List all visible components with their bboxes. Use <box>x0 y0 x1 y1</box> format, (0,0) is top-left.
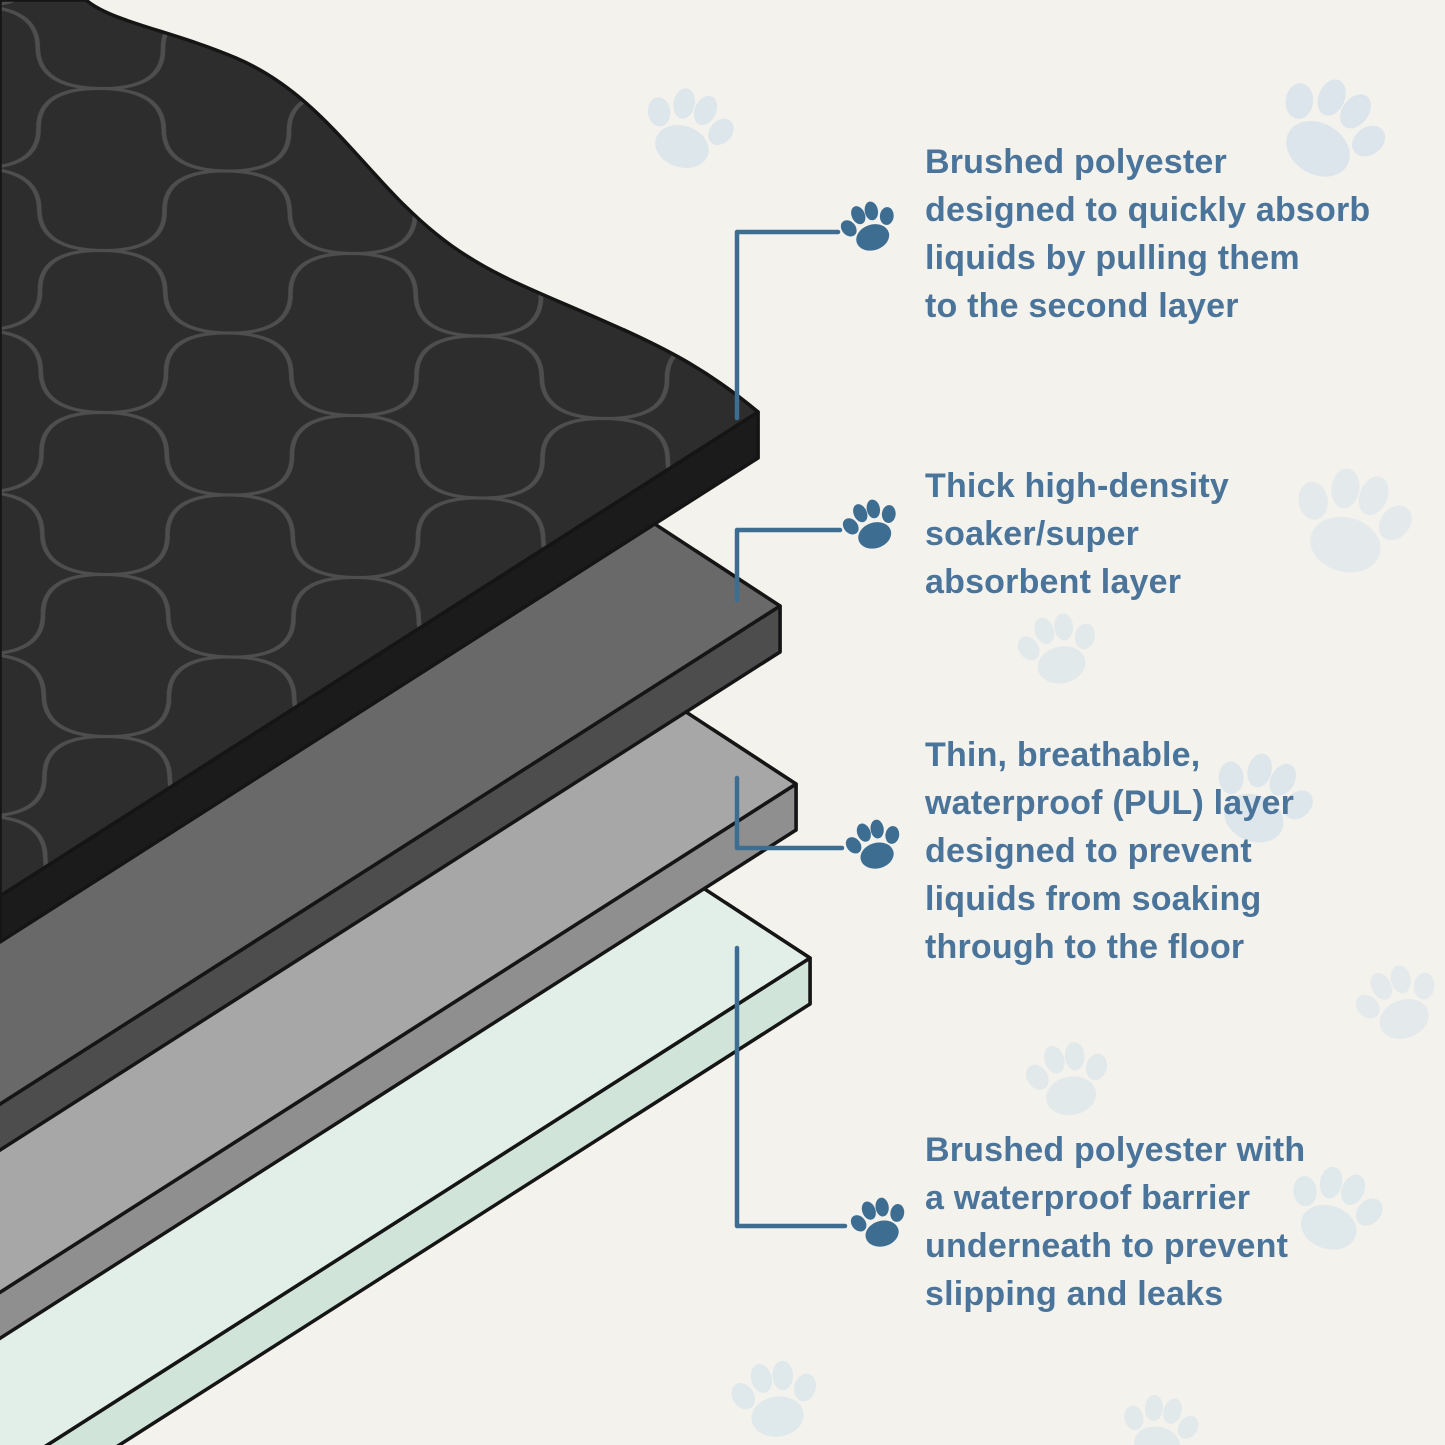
annotation-core-layer: Thick high-density soaker/super absorben… <box>925 462 1229 606</box>
paw-icon <box>833 194 906 259</box>
paw-print <box>1343 953 1445 1053</box>
annotation-paw-markers <box>833 194 915 1254</box>
paw-icon <box>838 813 910 876</box>
annotation-line: designed to prevent <box>925 832 1252 870</box>
leader-line-top-layer <box>734 229 841 421</box>
layer-quilted-top <box>0 0 760 944</box>
annotation-line: designed to quickly absorb <box>925 191 1371 229</box>
paw-icon <box>835 492 908 557</box>
paw-print <box>1008 605 1108 692</box>
annotation-line: a waterproof barrier <box>925 1179 1251 1217</box>
annotation-line: absorbent layer <box>925 563 1182 601</box>
annotation-line: Thick high-density <box>925 467 1229 505</box>
paw-print <box>1276 454 1427 588</box>
annotation-line: liquids by pulling them <box>925 239 1300 277</box>
annotation-line: Thin, breathable, <box>925 736 1201 774</box>
layer-top-quilt-pattern <box>0 0 760 898</box>
paw-print <box>1113 1388 1207 1445</box>
annotation-pul-layer: Thin, breathable, waterproof (PUL) layer… <box>925 731 1294 971</box>
leader-line-pul-layer <box>734 775 845 851</box>
annotation-line: waterproof (PUL) layer <box>925 784 1295 822</box>
paw-print <box>1017 1035 1119 1123</box>
paw-icon <box>843 1191 915 1254</box>
annotation-line: slipping and leaks <box>925 1275 1224 1313</box>
annotation-line: Brushed polyester <box>925 143 1227 181</box>
annotation-line: underneath to prevent <box>925 1227 1289 1265</box>
annotation-line: Brushed polyester with <box>925 1131 1306 1169</box>
annotation-bottom-layer: Brushed polyester with a waterproof barr… <box>925 1126 1305 1318</box>
annotation-line: soaker/super <box>925 515 1140 553</box>
leader-line-core-layer <box>734 527 843 603</box>
paw-print <box>723 1354 827 1443</box>
paw-print <box>629 76 747 182</box>
annotation-top-layer: Brushed polyester designed to quickly ab… <box>925 138 1370 330</box>
annotation-line: to the second layer <box>925 287 1239 325</box>
annotation-line: through to the floor <box>925 928 1245 966</box>
annotation-line: liquids from soaking <box>925 880 1262 918</box>
leader-lines <box>734 229 848 1229</box>
leader-line-bottom-layer <box>734 945 848 1229</box>
